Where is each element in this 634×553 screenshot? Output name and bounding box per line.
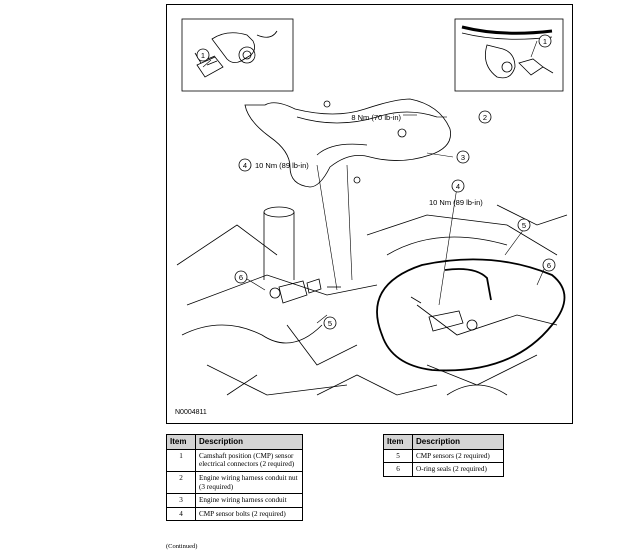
legend-item-number: 5 [383, 448, 413, 464]
leader-lines [202, 40, 546, 324]
torque-label-4-left: 10 Nm (89 lb-in) [255, 161, 309, 170]
callout-6-right [542, 258, 556, 272]
continued-note: (Continued) [166, 543, 198, 550]
table-row: 1 Camshaft position (CMP) sensor electri… [166, 448, 303, 472]
engine-illustration: 1 1 2 3 4 4 5 5 6 6 8 Nm (70 lb-in) 10 N… [176, 18, 568, 396]
legend-item-number: 1 [166, 448, 196, 472]
callout-2-label: 2 [483, 113, 487, 122]
callout-4-left-label: 4 [243, 161, 247, 170]
harness-conduit-shape [244, 98, 451, 188]
figure-id: N0004811 [175, 409, 207, 416]
callout-3 [456, 150, 470, 164]
torque-label-4-right: 10 Nm (89 lb-in) [429, 198, 483, 207]
callout-4-right [451, 179, 465, 193]
engine-block-lines [176, 204, 568, 396]
table-row: 3 Engine wiring harness conduit [166, 493, 303, 508]
callout-6-left-label: 6 [239, 273, 243, 282]
legend-header-item: Item [383, 434, 413, 450]
callout-6-right-label: 6 [547, 261, 551, 270]
callout-5-left-label: 5 [328, 319, 332, 328]
legend-table-right: Item Description 5 CMP sensors (2 requir… [383, 434, 504, 477]
table-row: 5 CMP sensors (2 required) [383, 448, 504, 464]
table-row: 2 Engine wiring harness conduit nut (3 r… [166, 470, 303, 495]
torque-label-2: 8 Nm (70 lb-in) [351, 113, 401, 122]
legend-item-description: CMP sensor bolts (2 required) [195, 506, 303, 522]
cmp-sensor-right [410, 296, 478, 332]
callout-2 [478, 110, 492, 124]
callout-4-left [238, 158, 252, 172]
legend-item-number: 3 [166, 493, 196, 508]
callout-1-left [196, 48, 210, 62]
legend-item-number: 2 [166, 470, 196, 495]
legend-item-number: 4 [166, 506, 196, 522]
legend-item-description: CMP sensors (2 required) [412, 448, 504, 464]
callout-3-label: 3 [461, 153, 465, 162]
legend-item-description: Engine wiring harness conduit [195, 493, 303, 508]
connector-detail-left [194, 30, 278, 78]
callout-6-left [234, 270, 248, 284]
engine-diagram: 1 1 2 3 4 4 5 5 6 6 8 Nm (70 lb-in) 10 N… [166, 4, 573, 424]
table-row: 6 O-ring seals (2 required) [383, 462, 504, 477]
callout-4-right-label: 4 [456, 182, 460, 191]
callout-1-right [538, 34, 552, 48]
inset-detail-right [454, 18, 564, 92]
callout-5-left [323, 316, 337, 330]
callout-1-left-label: 1 [201, 51, 205, 60]
legend-header-description: Description [412, 434, 504, 450]
legend-table-left: Item Description 1 Camshaft position (CM… [166, 434, 303, 522]
callout-5-right [517, 218, 531, 232]
inset-detail-left [181, 18, 294, 92]
table-row: 4 CMP sensor bolts (2 required) [166, 506, 303, 522]
callout-1-right-label: 1 [543, 37, 547, 46]
legend-item-number: 6 [383, 462, 413, 477]
cmp-sensor-left [269, 278, 341, 304]
callout-5-right-label: 5 [522, 221, 526, 230]
legend-header-item: Item [166, 434, 196, 450]
legend-item-description: Camshaft position (CMP) sensor electrica… [195, 448, 303, 472]
hand-drawn-circle [376, 258, 566, 372]
legend-item-description: O-ring seals (2 required) [412, 462, 504, 477]
legend-item-description: Engine wiring harness conduit nut (3 req… [195, 470, 303, 495]
connector-detail-right [461, 25, 554, 79]
legend-header-description: Description [195, 434, 303, 450]
